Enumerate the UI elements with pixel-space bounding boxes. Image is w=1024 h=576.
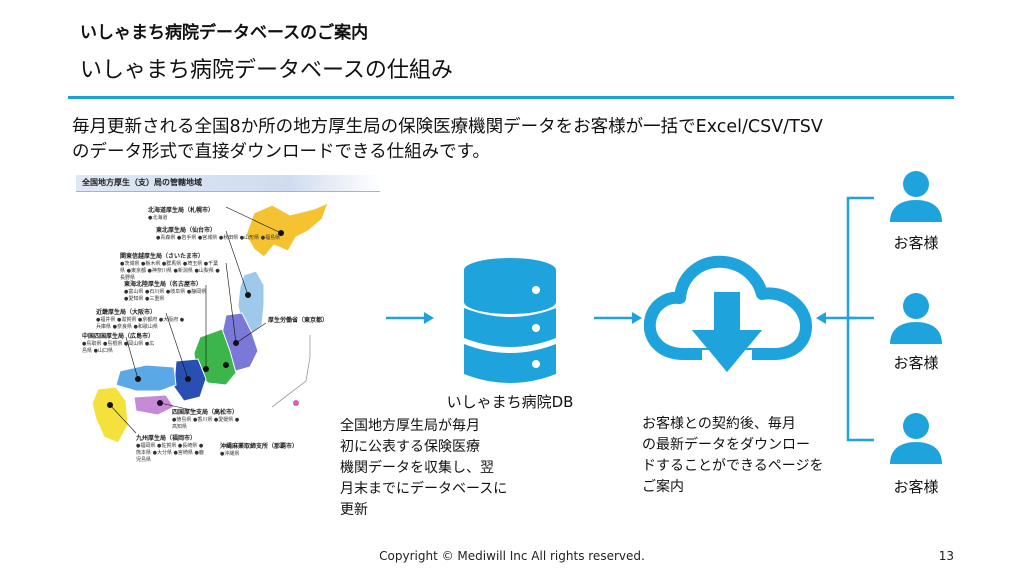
collect-description: 全国地方厚生局が毎月 初に公表する保険医療 機関データを収集し、翌 月末までにデ…	[340, 418, 508, 518]
region-kyushu	[91, 386, 129, 444]
customer-label-3: お客様	[893, 478, 939, 496]
bureau-tokai-hokuriku: 東海北陸厚生局（名古屋市） ●富山県 ●石川県 ●岐阜県 ●静岡県 ●愛知県 ●…	[124, 281, 207, 302]
region-okinawa	[293, 400, 299, 406]
arrow-db-to-cloud	[594, 312, 642, 324]
arrow-map-to-db	[386, 312, 434, 324]
database-icon	[464, 258, 556, 383]
person-icon	[890, 413, 942, 464]
title-divider	[68, 96, 954, 99]
download-description: お客様との契約後、毎月 の最新データをダウンロー ドすることができるページを ご…	[642, 416, 824, 495]
bureau-mhlw: 厚生労働省（東京都）	[268, 317, 329, 324]
lead-text: 毎月更新される全国8か所の地方厚生局の保険医療機関データをお客様が一括でExce…	[72, 115, 952, 165]
bureau-tohoku: 東北厚生局（仙台市） ●青森県 ●岩手県 ●宮城県 ●秋田県 ●山形県 ●福島県	[156, 227, 281, 241]
customers-bracket	[846, 196, 874, 442]
bureau-kinki: 近畿厚生局（大阪市） ●福井県 ●滋賀県 ●京都府 ●大阪府 ●兵庫県 ●奈良県…	[96, 309, 185, 330]
db-label: いしゃまち病院DB	[446, 393, 574, 411]
regional-bureau-map: 全国地方厚生（支）局の管轄地域	[76, 175, 380, 475]
region-shikoku	[133, 394, 175, 416]
customer-label-2: お客様	[893, 354, 939, 372]
region-chugoku	[115, 364, 177, 392]
lead-line-1: 毎月更新される全国8か所の地方厚生局の保険医療機関データをお客様が一括でExce…	[72, 117, 823, 137]
copyright: Copyright © Mediwill Inc All rights rese…	[379, 549, 645, 563]
region-hokkaido	[245, 202, 329, 258]
customer-label-1: お客様	[893, 234, 939, 252]
bureau-kanto-shinetsu: 関東信越厚生局（さいたま市） ●茨城県 ●栃木県 ●群馬県 ●埼玉県 ●千葉県 …	[120, 253, 220, 281]
bureau-kyushu: 九州厚生局（福岡市） ●福岡県 ●佐賀県 ●長崎県 ●熊本県 ●大分県 ●宮崎県…	[136, 435, 204, 463]
section-title: いしゃまち病院データベースのご案内	[80, 23, 369, 43]
person-icon	[890, 293, 942, 344]
cloud-download-icon	[644, 255, 812, 372]
lead-line-2: のデータ形式で直接ダウンロードできる仕組みです。	[72, 142, 490, 162]
bureau-chugoku-shikoku: 中国四国厚生局（広島市） ●鳥取県 ●島根県 ●岡山県 ●広島県 ●山口県	[82, 333, 155, 354]
bureau-okinawa: 沖縄麻薬取締支所（那覇市） ●沖縄県	[220, 443, 299, 457]
slide-title: いしゃまち病院データベースの仕組み	[80, 58, 453, 83]
japan-map-illustration	[91, 202, 329, 444]
person-icon	[890, 171, 942, 222]
map-header-text: 全国地方厚生（支）局の管轄地域	[82, 178, 202, 187]
bureau-hokkaido: 北海道厚生局（札幌市） ●北海道	[148, 207, 215, 221]
okinawa-inset-frame	[271, 335, 311, 408]
bureau-shikoku: 四国厚生支局（高松市） ●徳島県 ●香川県 ●愛媛県 ●高知県	[172, 409, 240, 430]
map-header: 全国地方厚生（支）局の管轄地域	[76, 175, 380, 192]
page-number: 13	[938, 549, 954, 563]
